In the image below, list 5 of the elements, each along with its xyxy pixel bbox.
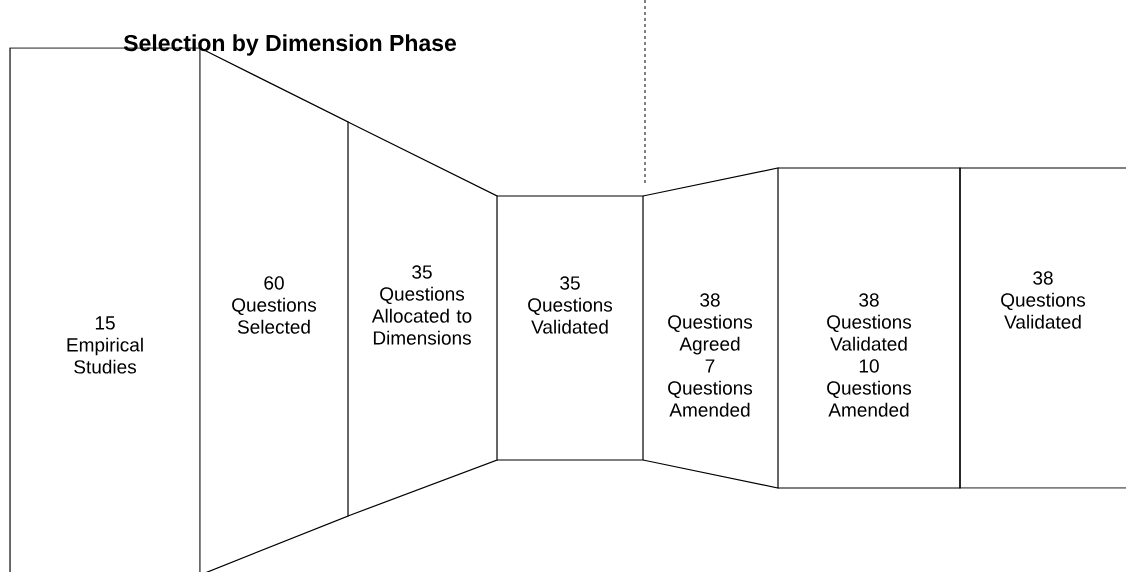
funnel-segment: 35 Questions Allocated to Dimensions (347, 121, 498, 517)
funnel-segment: 38 Questions Validated (959, 167, 1126, 489)
funnel-segment: 35 Questions Validated (496, 195, 644, 461)
funnel-segment: 38 Questions Validated 10 Questions Amended (777, 167, 961, 489)
funnel-segment: 38 Questions Agreed 7 Questions Amended (642, 167, 779, 489)
